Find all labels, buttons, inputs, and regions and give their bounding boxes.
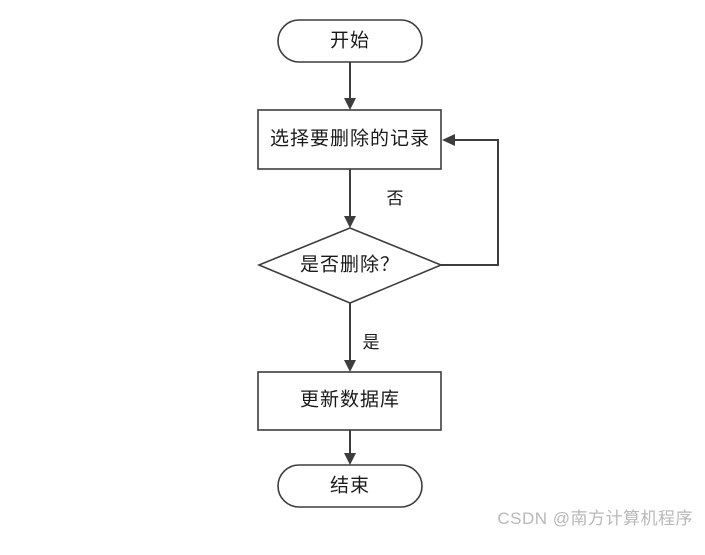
edge-start-to-select: [344, 62, 356, 110]
arrow-head-icon: [344, 216, 356, 228]
edge-decision-to-update-yes: [344, 303, 356, 372]
node-update-database-label: 更新数据库: [300, 388, 400, 410]
edge-label-yes: 是: [363, 333, 380, 352]
figure-caption: [0, 539, 705, 555]
rectangle-shape: [257, 109, 442, 170]
arrow-head-icon: [344, 453, 356, 465]
rectangle-shape: [257, 371, 442, 431]
watermark-text: CSDN @南方计算机程序: [497, 509, 693, 528]
node-end[interactable]: 结束: [277, 464, 423, 508]
node-decision[interactable]: 是否删除？: [256, 227, 444, 304]
edge-update-to-end: [344, 430, 356, 465]
arrow-head-icon: [344, 98, 356, 110]
node-select-record-label: 选择要删除的记录: [270, 127, 430, 149]
edge-decision-to-select-no: [441, 134, 499, 266]
flowchart-canvas: 否 是 开始 选择要删除的记录 是否删除？ 更新数据库 结束: [256, 19, 499, 508]
node-end-label: 结束: [330, 474, 370, 496]
diamond-shape: [256, 227, 444, 304]
arrow-head-icon: [344, 360, 356, 372]
node-update-database[interactable]: 更新数据库: [257, 371, 442, 431]
node-select-record[interactable]: 选择要删除的记录: [257, 109, 442, 170]
arrow-head-icon: [442, 134, 455, 146]
stadium-shape: [277, 19, 423, 63]
node-start[interactable]: 开始: [277, 19, 423, 63]
edge-select-to-decision: [344, 169, 356, 228]
node-start-label: 开始: [330, 29, 370, 51]
edge-label-no: 否: [387, 189, 404, 208]
node-decision-label: 是否删除？: [300, 253, 400, 275]
stadium-shape: [277, 464, 423, 508]
